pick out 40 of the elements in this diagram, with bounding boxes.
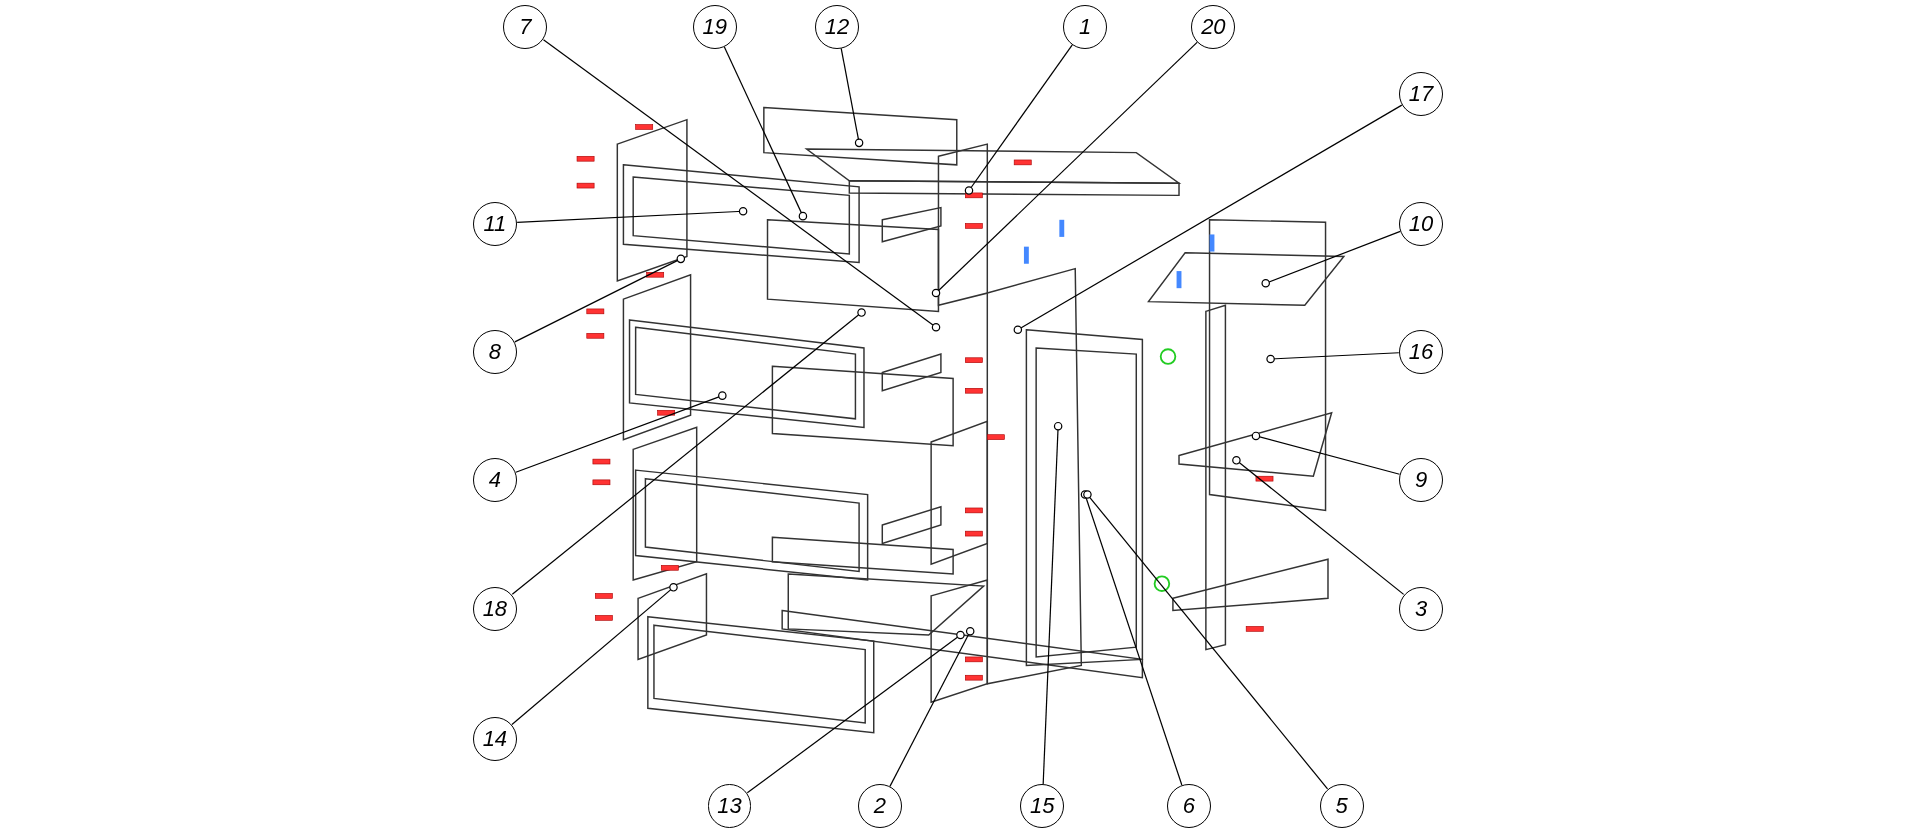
leader-line [889,627,975,787]
callout-number: 18 [472,586,517,631]
callout-number: 16 [1399,329,1444,374]
callout-number: 19 [692,4,737,49]
callout-number: 17 [1399,72,1444,117]
callout-number: 9 [1399,458,1444,503]
leader-line [1080,490,1183,786]
leader-line [1261,230,1401,288]
callout-number: 20 [1191,4,1236,49]
leader-line [516,206,748,223]
leader-line [931,41,1198,298]
callout-number: 13 [707,784,752,829]
callout-number: 4 [472,458,517,503]
callout-number: 2 [857,784,902,829]
leader-line [515,391,727,473]
leader-line [1042,421,1063,785]
leader-line [1013,104,1403,334]
leader-line [746,630,965,794]
callout-number: 14 [472,717,517,762]
leader-line [511,583,678,726]
leader-line [542,39,941,332]
leader-line [1251,431,1401,475]
leader-line [840,47,864,148]
leader-line [514,254,686,343]
leader-line [1083,490,1329,790]
callout-number: 8 [472,329,517,374]
callout-number: 15 [1020,784,1065,829]
callout-number: 6 [1166,784,1211,829]
callout-number: 10 [1399,201,1444,246]
callout-number: 3 [1399,586,1444,631]
leader-line [511,308,866,595]
leader-line [1232,456,1405,595]
callout-number: 5 [1319,784,1364,829]
leader-line [723,46,808,221]
callout-number: 7 [503,4,548,49]
callout-number: 11 [472,201,517,246]
callout-number: 1 [1063,4,1108,49]
leader-line [964,44,1073,195]
callout-number: 12 [815,4,859,49]
leader-line [1266,352,1400,364]
